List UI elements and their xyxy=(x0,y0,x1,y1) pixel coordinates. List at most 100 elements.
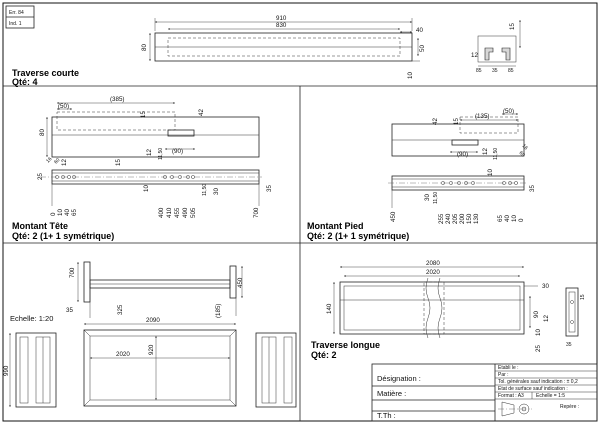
mp-base-255: 255 xyxy=(438,213,445,224)
mt-dim-11-50b: 11,50 xyxy=(202,184,208,196)
asm-dim-990: 990 xyxy=(3,365,10,376)
mp-dim-60: 60 xyxy=(518,150,526,158)
asm-dim-325: 325 xyxy=(117,304,124,315)
mp-dim-450: 450 xyxy=(390,211,397,222)
asm-dim-35: 35 xyxy=(66,307,73,314)
mp-base-150: 150 xyxy=(466,213,473,224)
title-traverse-courte: Traverse courte xyxy=(12,68,79,78)
mt-dim-25: 25 xyxy=(37,173,44,180)
mp-base-10: 10 xyxy=(511,215,518,222)
mt-dim-42: 42 xyxy=(198,109,205,116)
mt-dim-35: 35 xyxy=(266,185,273,192)
revision-err: Err. 84 xyxy=(9,10,24,16)
mp-hole-group-mid xyxy=(441,181,475,185)
mt-dim-11-50: 11,50 xyxy=(158,148,164,160)
title-block: Etabli le : Par : Tol. générales sauf in… xyxy=(371,363,598,422)
mp-dim-12: 12 xyxy=(482,148,489,155)
tb-par: Par : xyxy=(498,372,509,378)
dim-910: 910 xyxy=(276,15,287,22)
dim-10: 10 xyxy=(407,72,414,79)
mp-dim-35: 35 xyxy=(529,185,536,192)
tb-echelle: Echelle = 1:5 xyxy=(536,393,565,399)
mt-base-455: 455 xyxy=(174,207,181,218)
section-traverse-longue: 15 35 xyxy=(565,287,586,348)
mt-dim-12: 12 xyxy=(146,149,153,156)
revision-ind: Ind. 1 xyxy=(9,21,22,27)
mt-dim-12b: 12 xyxy=(61,159,68,166)
revision-box: Err. 84 Ind. 1 xyxy=(5,5,35,29)
mp-base-130: 130 xyxy=(473,213,480,224)
tl-dim-2020: 2020 xyxy=(426,269,440,276)
mt-dim-10: 10 xyxy=(143,185,150,192)
mt-base-40: 40 xyxy=(64,209,71,216)
mp-base-65: 65 xyxy=(497,215,504,222)
asm-dim-2090: 2090 xyxy=(146,317,160,324)
tb-surf: Etat de surface sauf indication : xyxy=(498,386,568,392)
section-traverse-courte: 15 12 85 35 85 xyxy=(471,19,521,74)
asm-scale: Echelle: 1:20 xyxy=(10,314,53,323)
mp-dim-10: 10 xyxy=(487,169,494,176)
mt-dim-385: (385) xyxy=(110,96,124,103)
tb-format: Format : A3 xyxy=(498,393,524,399)
title-montant-pied: Montant Pied xyxy=(307,221,364,231)
mt-dim-90: (90) xyxy=(172,148,183,155)
projection-symbol-icon xyxy=(498,401,532,417)
dim-830: 830 xyxy=(276,22,287,29)
mp-dim-16: 16 xyxy=(521,143,529,151)
mp-dim-50: (50) xyxy=(503,108,514,115)
mp-base-40: 40 xyxy=(504,215,511,222)
mp-dim-11-50b: 11,50 xyxy=(433,192,439,204)
mp-dim-15: 15 xyxy=(453,118,460,125)
sec-dim-15: 15 xyxy=(509,23,516,30)
mt-dim-80: 80 xyxy=(39,129,46,136)
hole-group-mid xyxy=(163,175,195,179)
title-traverse-longue: Traverse longue xyxy=(311,340,380,350)
title-montant-tete: Montant Tête xyxy=(12,221,68,231)
tb-tth: T.Th : xyxy=(377,411,396,420)
mt-base-0: 0 xyxy=(50,212,57,216)
mt-dim-15: 15 xyxy=(140,111,147,118)
tl-dim-90: 90 xyxy=(533,311,540,318)
mt-dim-50: (50) xyxy=(58,103,69,110)
mt-base-410: 410 xyxy=(166,207,173,218)
view-montant-pied: 42 15 (135) (50) (90) 12 11,50 16 60 30 … xyxy=(307,108,536,241)
view-traverse-longue: 2080 2020 30 140 90 12 10 25 15 35 Trave… xyxy=(311,260,586,360)
view-assembly-plan: 990 2090 2020 920 xyxy=(3,317,297,408)
dim-80: 80 xyxy=(141,44,148,51)
qty-montant-tete: Qté: 2 (1+ 1 symétrique) xyxy=(12,231,114,241)
tb-designation: Désignation : xyxy=(377,374,421,383)
view-traverse-courte: 910 830 40 80 50 10 15 12 85 35 85 Trave… xyxy=(12,15,521,87)
mp-dim-90: (90) xyxy=(457,151,468,158)
asm-dim-700: 700 xyxy=(69,267,76,278)
tl-dim-140: 140 xyxy=(326,303,333,314)
tl-sec-dim-15: 15 xyxy=(580,294,586,300)
view-montant-tete: (385) (50) 15 42 80 (90) 12 11,50 16 60 xyxy=(12,96,273,241)
mt-base-490: 490 xyxy=(182,207,189,218)
mp-base-200: 200 xyxy=(459,213,466,224)
qty-traverse-longue: Qté: 2 xyxy=(311,350,337,360)
dim-50: 50 xyxy=(419,45,426,52)
sec-dim-12: 12 xyxy=(471,52,478,59)
mt-base-700: 700 xyxy=(253,207,260,218)
mp-dim-42: 42 xyxy=(432,118,439,125)
dim-40: 40 xyxy=(416,27,423,34)
tl-dim-12: 12 xyxy=(543,315,550,322)
asm-dim-920: 920 xyxy=(148,344,155,355)
view-assembly-side: 700 450 35 325 (185) Echelle: 1:20 xyxy=(10,261,244,323)
mp-dim-11-50: 11,50 xyxy=(493,148,499,160)
hole-group-left xyxy=(55,175,76,179)
asm-dim-185: (185) xyxy=(215,304,222,318)
tb-repere: Repère : xyxy=(560,404,579,410)
qty-montant-pied: Qté: 2 (1+ 1 symétrique) xyxy=(307,231,409,241)
sec-dim-85b: 85 xyxy=(508,68,514,74)
mt-base-505: 505 xyxy=(190,207,197,218)
mt-base-65: 65 xyxy=(71,209,78,216)
tl-sec-dim-35: 35 xyxy=(566,342,572,348)
mp-base-0: 0 xyxy=(518,218,525,222)
tb-etabli: Etabli le : xyxy=(498,365,519,371)
mt-base-10: 10 xyxy=(57,209,64,216)
sec-dim-35: 35 xyxy=(492,68,498,74)
tb-tol: Tol. générales sauf indication : ± 0,2 xyxy=(498,379,578,385)
